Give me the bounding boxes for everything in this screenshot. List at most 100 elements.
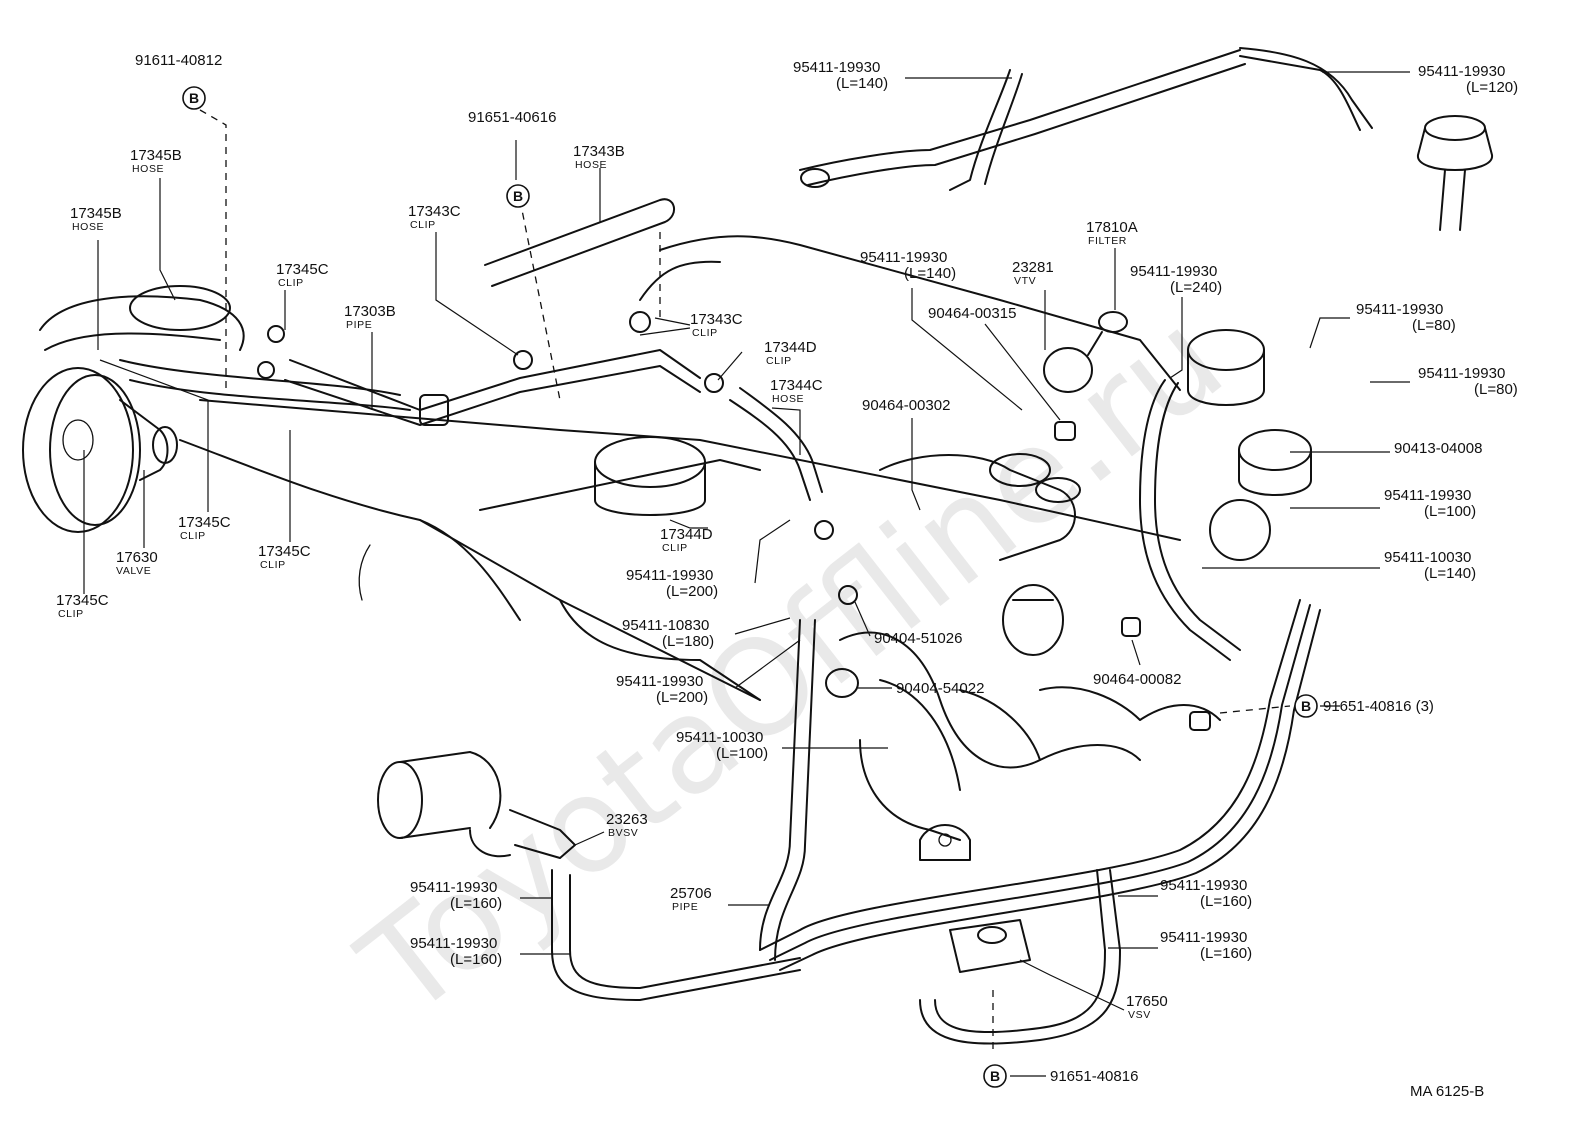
svg-text:(L=140): (L=140) <box>836 75 888 92</box>
part-label: 95411-10830 (L=180) <box>622 617 714 650</box>
part-label: 17344D CLIP <box>660 526 713 554</box>
svg-text:17345B: 17345B <box>70 205 122 222</box>
svg-text:17345C: 17345C <box>56 592 109 609</box>
pcv-valve <box>152 426 178 464</box>
svg-text:CLIP: CLIP <box>58 608 84 620</box>
part-label: 17630 VALVE <box>116 549 158 577</box>
svg-text:17345C: 17345C <box>276 261 329 278</box>
part-label: 17344C HOSE <box>770 377 823 405</box>
svg-text:17345C: 17345C <box>178 514 231 531</box>
part-label: 95411-19930 (L=120) <box>1418 63 1518 96</box>
svg-text:95411-19930: 95411-19930 <box>410 935 497 952</box>
part-label: 17810A FILTER <box>1086 219 1138 247</box>
marker-b-1: B <box>182 86 206 110</box>
filter <box>1098 311 1128 333</box>
marker-b-4: B <box>983 1064 1007 1088</box>
part-label: 91651-40816 (3) <box>1323 698 1434 715</box>
part-label: 17343B HOSE <box>573 143 625 171</box>
svg-text:23263: 23263 <box>606 811 648 828</box>
svg-text:B: B <box>513 188 523 204</box>
marker-b-3: B <box>1294 694 1318 718</box>
svg-text:(L=240): (L=240) <box>1170 279 1222 296</box>
svg-text:FILTER: FILTER <box>1088 235 1127 247</box>
svg-text:90464-00315: 90464-00315 <box>928 305 1016 322</box>
svg-text:VSV: VSV <box>1128 1009 1151 1021</box>
svg-text:17344D: 17344D <box>660 526 713 543</box>
svg-text:CLIP: CLIP <box>692 327 718 339</box>
svg-text:95411-19930: 95411-19930 <box>793 59 880 76</box>
svg-text:95411-10830: 95411-10830 <box>622 617 709 634</box>
svg-text:(L=160): (L=160) <box>1200 945 1252 962</box>
part-label: 90464-00302 <box>862 397 950 414</box>
svg-text:B: B <box>1301 698 1311 714</box>
part-label: 90464-00082 <box>1093 671 1181 688</box>
part-label: 17303B PIPE <box>344 303 396 331</box>
svg-text:91651-40816 (3): 91651-40816 (3) <box>1323 698 1434 715</box>
svg-text:95411-19930: 95411-19930 <box>1356 301 1443 318</box>
svg-text:B: B <box>990 1068 1000 1084</box>
svg-text:23281: 23281 <box>1012 259 1054 276</box>
leader-lines <box>83 71 1410 1077</box>
svg-text:90464-00082: 90464-00082 <box>1093 671 1181 688</box>
svg-text:17343C: 17343C <box>690 311 743 328</box>
part-label: 95411-19930 (L=160) <box>1160 929 1252 962</box>
svg-text:(L=80): (L=80) <box>1474 381 1518 398</box>
svg-text:90413-04008: 90413-04008 <box>1394 440 1482 457</box>
part-label: 95411-19930 (L=200) <box>616 673 708 706</box>
part-label: 91651-40616 <box>468 109 556 126</box>
svg-text:95411-19930: 95411-19930 <box>1418 365 1505 382</box>
svg-text:17345B: 17345B <box>130 147 182 164</box>
svg-text:VALVE: VALVE <box>116 565 151 577</box>
svg-text:17345C: 17345C <box>258 543 311 560</box>
svg-text:17650: 17650 <box>1126 993 1168 1010</box>
part-label: 17650 VSV <box>1126 993 1168 1021</box>
svg-text:25706: 25706 <box>670 885 712 902</box>
svg-text:HOSE: HOSE <box>132 163 164 175</box>
part-label: 95411-19930 (L=80) <box>1356 301 1456 334</box>
svg-text:(L=140): (L=140) <box>904 265 956 282</box>
svg-text:(L=80): (L=80) <box>1412 317 1456 334</box>
svg-text:(L=100): (L=100) <box>716 745 768 762</box>
part-label: 95411-10030 (L=100) <box>676 729 768 762</box>
part-label: 95411-19930 (L=140) <box>793 59 888 92</box>
svg-text:BVSV: BVSV <box>608 827 638 839</box>
hoses-and-pipes <box>257 47 1493 1045</box>
svg-text:95411-19930: 95411-19930 <box>1384 487 1471 504</box>
part-label: 17345C CLIP <box>56 592 109 620</box>
svg-text:PIPE: PIPE <box>346 319 372 331</box>
svg-text:17303B: 17303B <box>344 303 396 320</box>
svg-text:90464-00302: 90464-00302 <box>862 397 950 414</box>
svg-text:(L=160): (L=160) <box>450 895 502 912</box>
part-label: 95411-10030 (L=140) <box>1384 549 1476 582</box>
air-duct <box>377 761 423 839</box>
part-label: 23263 BVSV <box>606 811 648 839</box>
pressure-regulator <box>1424 115 1486 141</box>
part-label: 95411-19930 (L=80) <box>1418 365 1518 398</box>
svg-text:(L=160): (L=160) <box>1200 893 1252 910</box>
svg-text:CLIP: CLIP <box>410 219 436 231</box>
part-label: 91611-40812 <box>135 52 222 69</box>
part-label: 95411-19930 (L=200) <box>626 567 718 600</box>
svg-text:HOSE: HOSE <box>72 221 104 233</box>
part-label: 17345C CLIP <box>276 261 329 289</box>
svg-text:(L=140): (L=140) <box>1424 565 1476 582</box>
part-label: 17343C CLIP <box>408 203 461 231</box>
svg-text:CLIP: CLIP <box>278 277 304 289</box>
svg-text:95411-19930: 95411-19930 <box>860 249 947 266</box>
svg-text:(L=200): (L=200) <box>666 583 718 600</box>
svg-text:HOSE: HOSE <box>772 393 804 405</box>
svg-text:95411-19930: 95411-19930 <box>626 567 713 584</box>
part-label: 90413-04008 <box>1394 440 1482 457</box>
pulley-drawing <box>22 285 411 533</box>
svg-text:95411-10030: 95411-10030 <box>1384 549 1471 566</box>
svg-text:90404-54022: 90404-54022 <box>896 680 984 697</box>
part-label: 17345C CLIP <box>258 543 311 571</box>
svg-text:B: B <box>189 90 199 106</box>
part-label: 23281 VTV <box>1012 259 1054 287</box>
engine-block-drawing <box>179 235 1221 861</box>
part-label: 95411-19930 (L=160) <box>1160 877 1252 910</box>
part-label: 95411-19930 (L=160) <box>410 879 502 912</box>
svg-text:95411-19930: 95411-19930 <box>1160 877 1247 894</box>
